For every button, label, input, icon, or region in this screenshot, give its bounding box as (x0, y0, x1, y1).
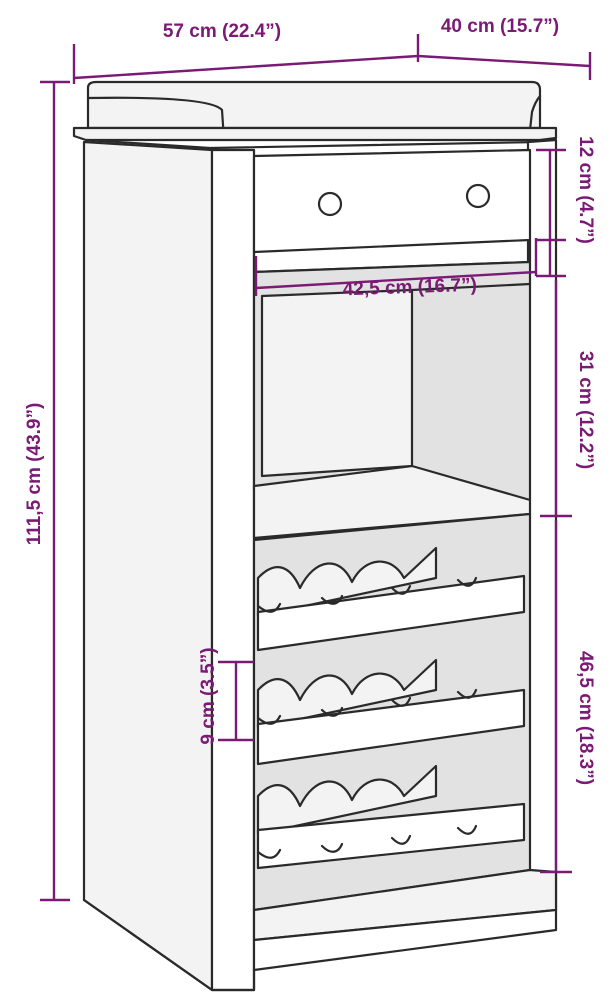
dimension-lines (40, 34, 592, 902)
left-side-panel (82, 140, 214, 992)
label-bottle-slot: 9 cm (3.5”) (198, 647, 219, 744)
wine-rack-row-1 (256, 546, 526, 652)
wine-rack-row-2 (256, 658, 526, 766)
base-rail (252, 908, 558, 972)
drawer (252, 148, 532, 274)
dimension-labels: 57 cm (22.4”) 40 cm (15.7”) 111,5 cm (43… (24, 16, 596, 785)
right-front-post (526, 138, 558, 914)
label-shelf-height: 31 cm (12.2”) (575, 351, 596, 469)
drawer-knob-left (317, 191, 343, 217)
cabinet (72, 80, 558, 992)
drawer-knob-right (465, 183, 491, 209)
label-inner-width: 42,5 cm (16.7”) (342, 275, 477, 301)
label-height: 111,5 cm (43.9”) (24, 403, 45, 546)
label-drawer-height: 12 cm (4.7”) (575, 136, 596, 244)
wine-rack-row-3 (256, 764, 526, 870)
left-front-post (210, 148, 256, 992)
top-board (72, 126, 558, 142)
label-width: 57 cm (22.4”) (163, 21, 281, 42)
plinth (252, 868, 558, 942)
top-gallery (86, 80, 542, 130)
label-rack-height: 46,5 cm (18.3”) (575, 651, 596, 785)
label-depth: 40 cm (15.7”) (441, 16, 559, 37)
open-compartment (252, 260, 532, 540)
